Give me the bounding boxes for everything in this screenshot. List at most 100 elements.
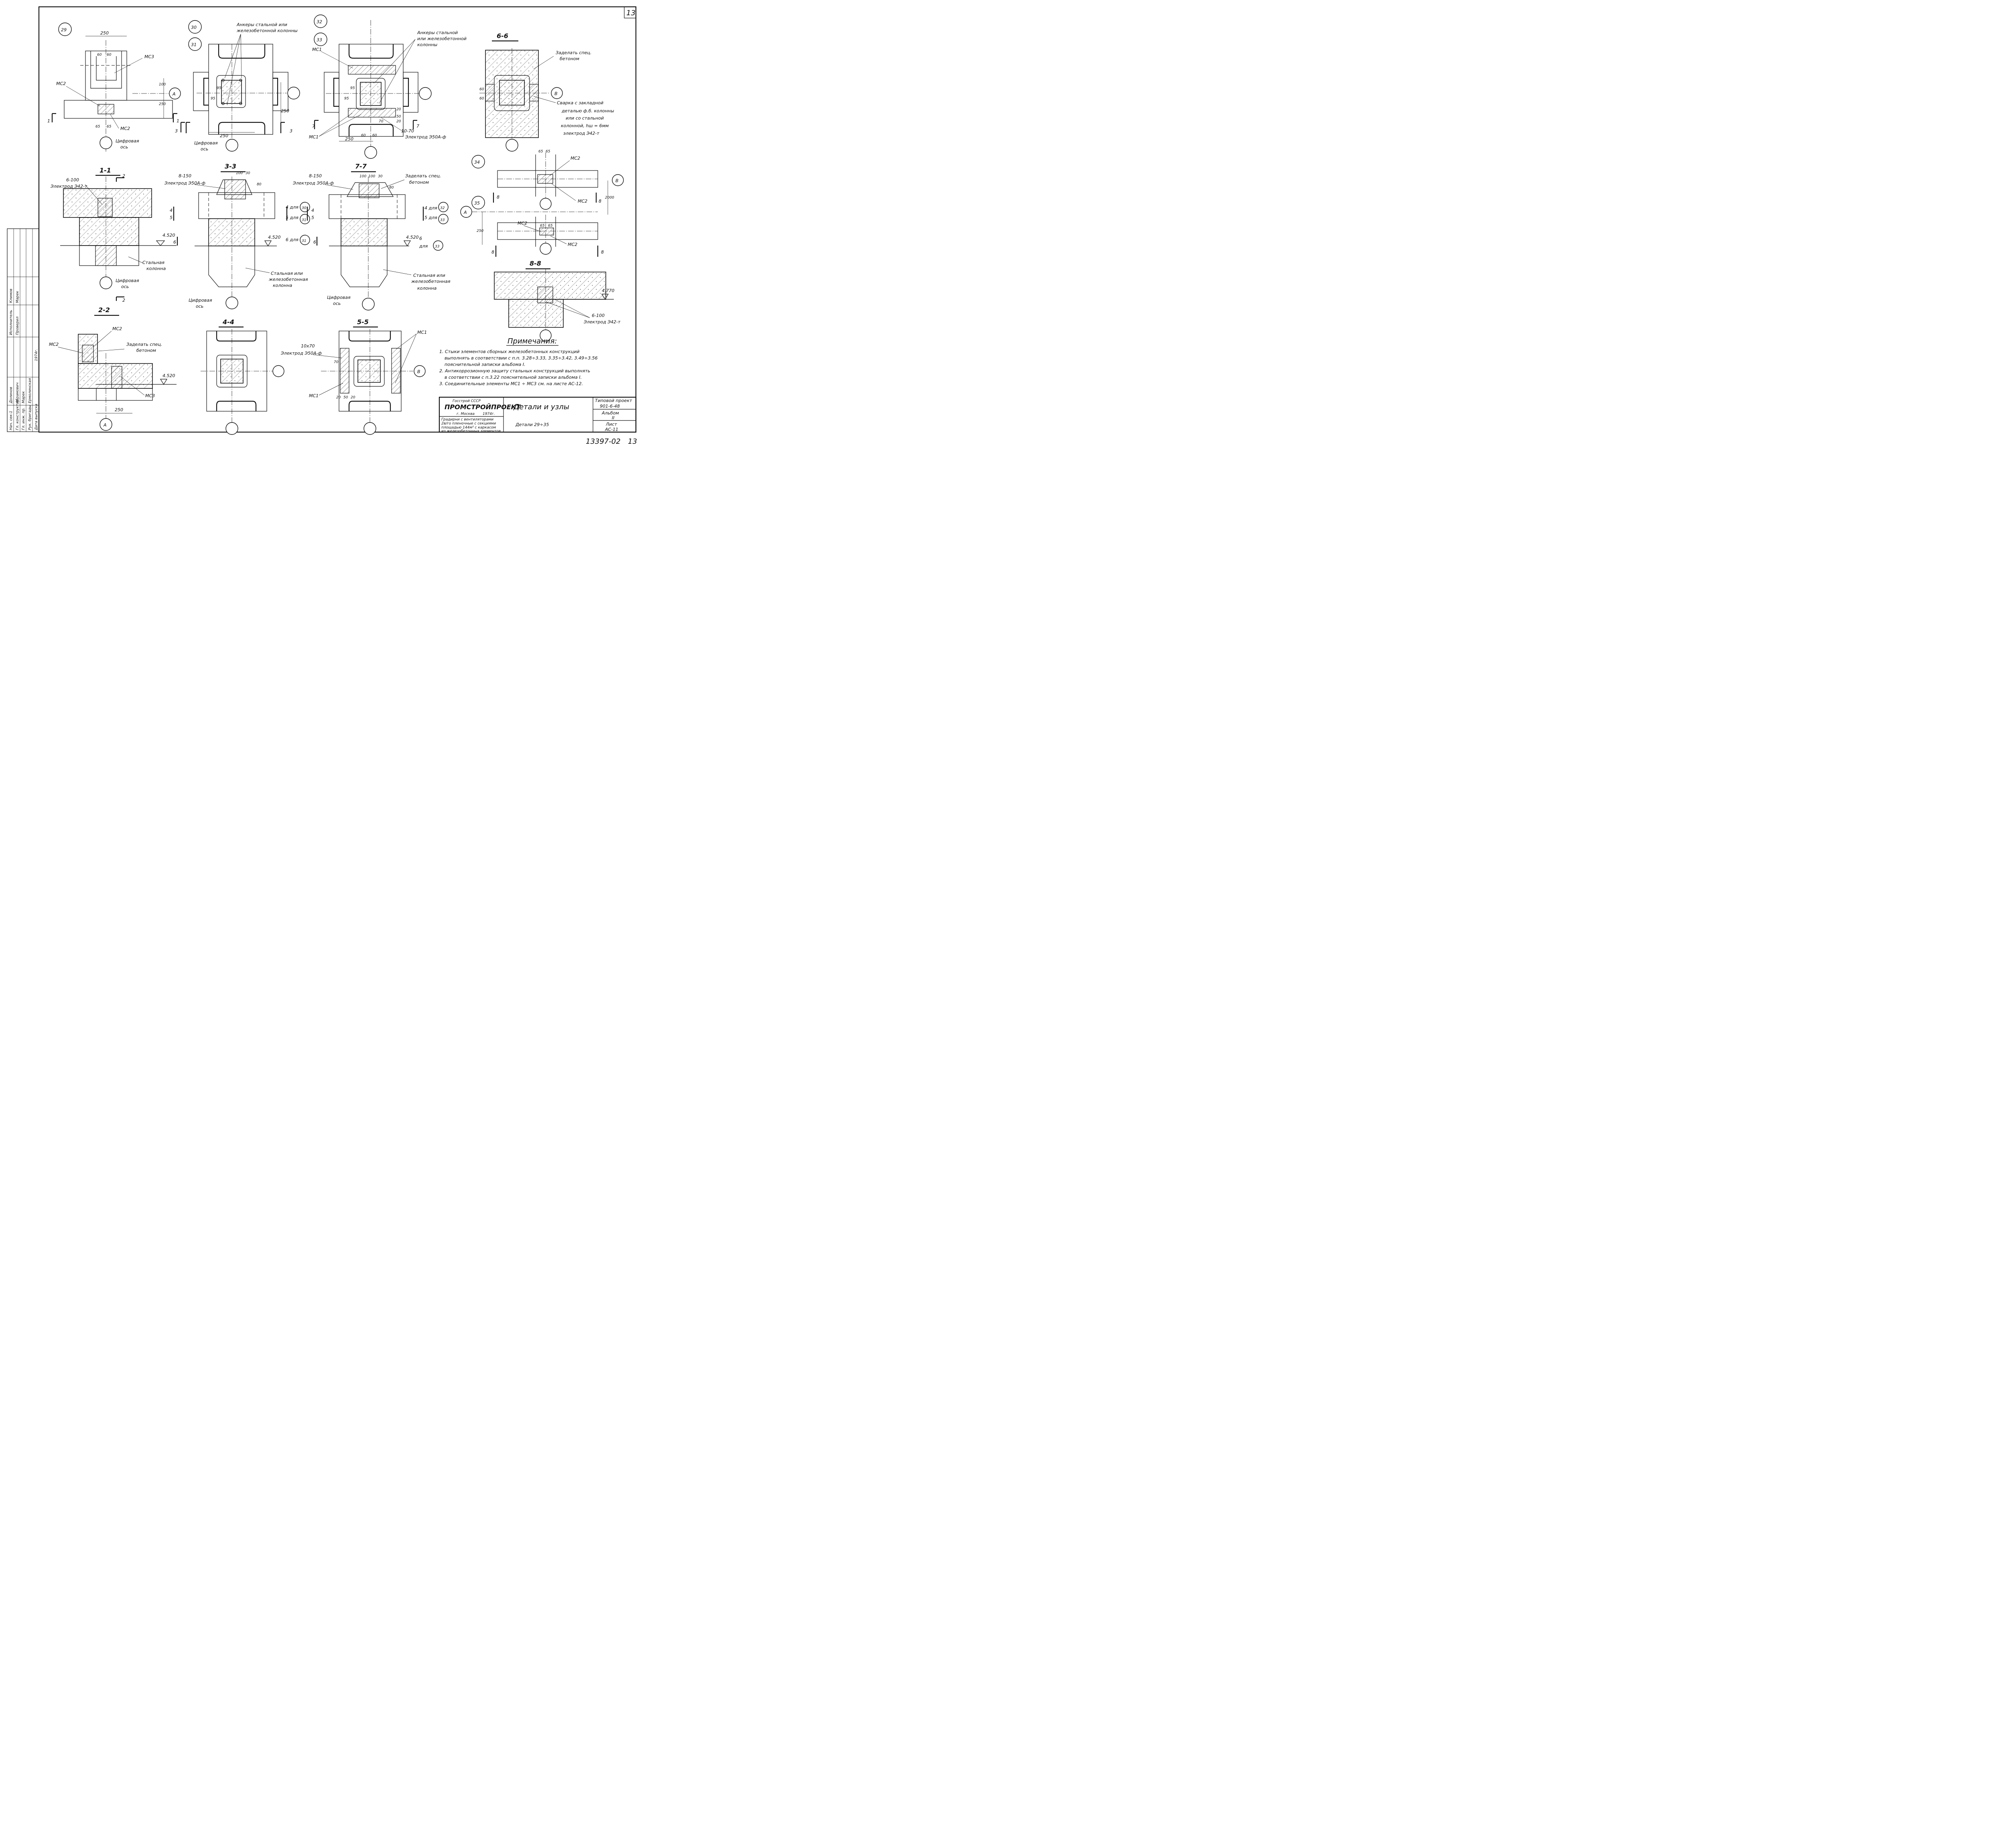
cut-3: 3	[290, 128, 292, 134]
level-mark: 4.520	[406, 235, 419, 240]
cut-8: 8	[497, 195, 499, 200]
cut-8: 8	[491, 250, 494, 255]
anchors-label: или железобетонной	[417, 36, 467, 41]
drawing-title: Детали и узлы	[513, 403, 569, 411]
mc3-label: МС3	[144, 54, 154, 59]
mc2-label: МС2	[112, 326, 122, 331]
dim-95: 95	[217, 86, 221, 90]
dim-30: 30	[378, 175, 383, 179]
weld-dim: 6-100	[592, 313, 605, 318]
weld-note: электрод Э42-т	[563, 131, 599, 136]
mc2-label: МС2	[578, 199, 587, 204]
column-label: Стальная или	[413, 273, 445, 278]
dim-65: 65	[540, 224, 545, 228]
section-1-1: 1-1 6-100 Электрод Э42-т 2 4.520 6 Сталь…	[50, 167, 178, 303]
stamp-name: Ермолинская	[28, 378, 32, 403]
dim-95: 95	[350, 86, 355, 90]
weld-dim: 10-70	[401, 128, 414, 134]
cut-8: 8	[601, 250, 604, 255]
anchors-label: Анкеры стальной	[417, 30, 458, 35]
axis-marker-digital	[225, 296, 238, 309]
axis-marker-b	[414, 365, 426, 377]
column-label: колонна	[273, 283, 292, 288]
stamp-role: Рук. бригады	[28, 405, 32, 430]
section-title: 2-2	[98, 306, 110, 314]
note-3: 3. Соединительные элементы МС1 ÷ МС3 см.…	[439, 381, 583, 386]
dim-70: 70	[379, 120, 384, 124]
section-ref: 5 для	[424, 215, 437, 220]
detail-32-33: 32 33 Анкеры стальной или железобетонной…	[309, 14, 467, 159]
axis-b: В	[417, 369, 420, 374]
axis-marker-a	[169, 87, 181, 100]
anchors-label: Анкеры стальной или	[236, 22, 287, 27]
sheet-number-top: 13	[626, 9, 636, 17]
cut-7: 7	[312, 124, 315, 129]
mc1-label: МС1	[417, 330, 427, 335]
detail-30-31: 30 31 Анкеры стальной или железобетонной…	[185, 20, 300, 152]
column-label: Стальная или	[271, 271, 303, 276]
stamp-role: Нач. сек-1	[9, 411, 13, 430]
anchors-label: железобетонной колонны	[236, 28, 298, 33]
section-ref: для	[419, 244, 428, 249]
stamp-name: Марек	[16, 290, 20, 303]
column-label: железобетонная	[268, 277, 308, 282]
dim-20: 20	[396, 108, 401, 112]
section-5-5: 5-5 МС1 10х70 Электрод Э50А-ф 70 МС1 20 …	[280, 318, 427, 435]
note-label: Заделать спец.	[126, 342, 162, 347]
detail-34-marker-text: 34	[474, 160, 480, 165]
axis-marker-digital	[506, 139, 518, 152]
detail-33-marker-text: 33	[317, 37, 322, 43]
axis-marker-digital	[364, 146, 377, 159]
dim-50: 50	[396, 115, 401, 119]
note-1: 1. Стыки элементов сборных железобетонны…	[439, 349, 579, 354]
cut-7: 7	[416, 124, 419, 129]
section-7-7: 7-7 8-150 Электрод Э50А-ф 100 100 30 80 …	[292, 162, 451, 311]
dim-95: 95	[211, 97, 215, 101]
drawing-subtitle: Детали 29÷35	[515, 422, 549, 427]
section-ref: 4 для	[424, 205, 437, 211]
mc2-label: МС2	[568, 242, 577, 247]
axis-marker-digital	[99, 136, 112, 149]
note-2: 2. Антикоррозионную защиту стальных конс…	[439, 368, 590, 374]
dim-60: 60	[479, 97, 484, 101]
detail-marker-32	[314, 14, 327, 28]
axis-label: ось	[196, 304, 203, 309]
detail-ref-33: 33	[435, 245, 440, 249]
section-title: 3-3	[225, 162, 236, 170]
axis-marker-b	[551, 87, 563, 99]
dim-60: 60	[479, 87, 484, 91]
electrode-label: Электрод Э50А-ф	[405, 134, 446, 140]
sheet-frame	[38, 6, 637, 433]
level-index: 6	[419, 236, 422, 241]
axis-label: ось	[121, 284, 129, 289]
mc1-label: МС1	[309, 393, 319, 398]
column-label: Стальная	[142, 260, 164, 265]
stamp-name: Климов	[9, 288, 13, 303]
dim-65: 65	[95, 125, 100, 129]
dim-250: 250	[159, 102, 166, 106]
weld-dim: 8-150	[179, 173, 191, 179]
sheet-label: Лист	[605, 422, 617, 427]
dim-250: 250	[220, 133, 228, 138]
section-title: 5-5	[357, 318, 369, 326]
axis-label: Цифровая	[116, 278, 139, 283]
mc2-label: МС2	[518, 221, 527, 226]
axis-label: ось	[201, 146, 208, 152]
mc2-label: МС2	[56, 81, 66, 86]
weld-note: колонной, hш = 6мм	[561, 123, 609, 128]
project-desc: 2в/го пленочные с секциями	[441, 422, 496, 426]
section-4-4: 4-4	[201, 318, 284, 435]
mc1-label: МС1	[312, 47, 322, 52]
axis-b: В	[615, 178, 619, 183]
note-1: выполнять в соответствии с п.п. 3.28÷3.3…	[445, 355, 598, 361]
detail-ref-30: 30	[302, 206, 307, 210]
note-label: бетоном	[136, 348, 156, 353]
dim-20: 20	[351, 396, 355, 400]
detail-marker-29	[58, 22, 72, 36]
section-title: 1-1	[99, 167, 111, 174]
notes: Примечания: 1. Стыки элементов сборных ж…	[439, 337, 598, 386]
stamp-role: Дата выпуска	[35, 404, 39, 431]
weld-dim: 6-100	[66, 177, 79, 183]
axis-a: А	[463, 210, 467, 215]
section-title: 6-6	[497, 32, 508, 40]
